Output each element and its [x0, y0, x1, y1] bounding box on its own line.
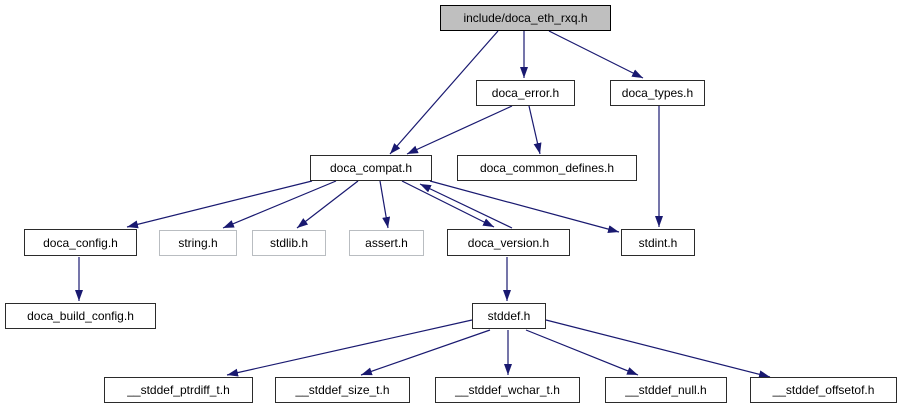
- edge-stddef_h-to-stddef_ptrdiff: [226, 319, 473, 377]
- node-string-h: string.h: [159, 230, 237, 256]
- node-stddef-offsetof-h[interactable]: __stddef_offsetof.h: [750, 377, 897, 403]
- edge-doca_compat-to-doca_config: [126, 180, 313, 229]
- node-doca-common-defines-h[interactable]: doca_common_defines.h: [457, 155, 637, 181]
- node-stddef-ptrdiff-t-h[interactable]: __stddef_ptrdiff_t.h: [104, 377, 253, 403]
- node-doca-config-h[interactable]: doca_config.h: [24, 229, 137, 256]
- node-stdint-h[interactable]: stdint.h: [621, 229, 695, 256]
- edge-stddef_h-to-stddef_size: [360, 329, 491, 376]
- edge-stddef_h-to-stddef_null: [525, 329, 639, 376]
- node-doca-build-config-h[interactable]: doca_build_config.h: [5, 303, 156, 329]
- node-stddef-null-h[interactable]: __stddef_null.h: [605, 377, 727, 403]
- node-doca-types-h[interactable]: doca_types.h: [610, 80, 705, 106]
- node-stddef-wchar-t-h[interactable]: __stddef_wchar_t.h: [435, 377, 580, 403]
- node-doca-compat-h[interactable]: doca_compat.h: [310, 155, 432, 181]
- edge-doca_version-to-doca_compat: [419, 183, 513, 229]
- edge-doca_eth_rxq-to-doca_types: [548, 30, 644, 79]
- edge-doca_error-to-doca_common_defines: [528, 105, 542, 155]
- node-doca-error-h[interactable]: doca_error.h: [476, 80, 575, 106]
- edge-doca_compat-to-assert_h: [379, 180, 391, 229]
- edge-doca_compat-to-string_h: [222, 180, 337, 229]
- node-stddef-h[interactable]: stddef.h: [472, 303, 546, 329]
- node-stdlib-h: stdlib.h: [252, 230, 326, 256]
- edge-doca_eth_rxq-to-doca_compat: [389, 30, 499, 155]
- node-doca-version-h[interactable]: doca_version.h: [447, 229, 570, 256]
- edge-stddef_h-to-stddef_offsetof: [545, 319, 771, 379]
- edge-doca_error-to-doca_compat: [406, 105, 513, 155]
- edge-doca_compat-to-stdint_h: [429, 180, 620, 233]
- edge-doca_compat-to-stdlib_h: [296, 180, 359, 229]
- edge-doca_compat-to-doca_version: [401, 180, 495, 228]
- node-stddef-size-t-h[interactable]: __stddef_size_t.h: [275, 377, 410, 403]
- node-include-doca-eth-rxq-h: include/doca_eth_rxq.h: [440, 5, 611, 31]
- node-assert-h: assert.h: [349, 230, 424, 256]
